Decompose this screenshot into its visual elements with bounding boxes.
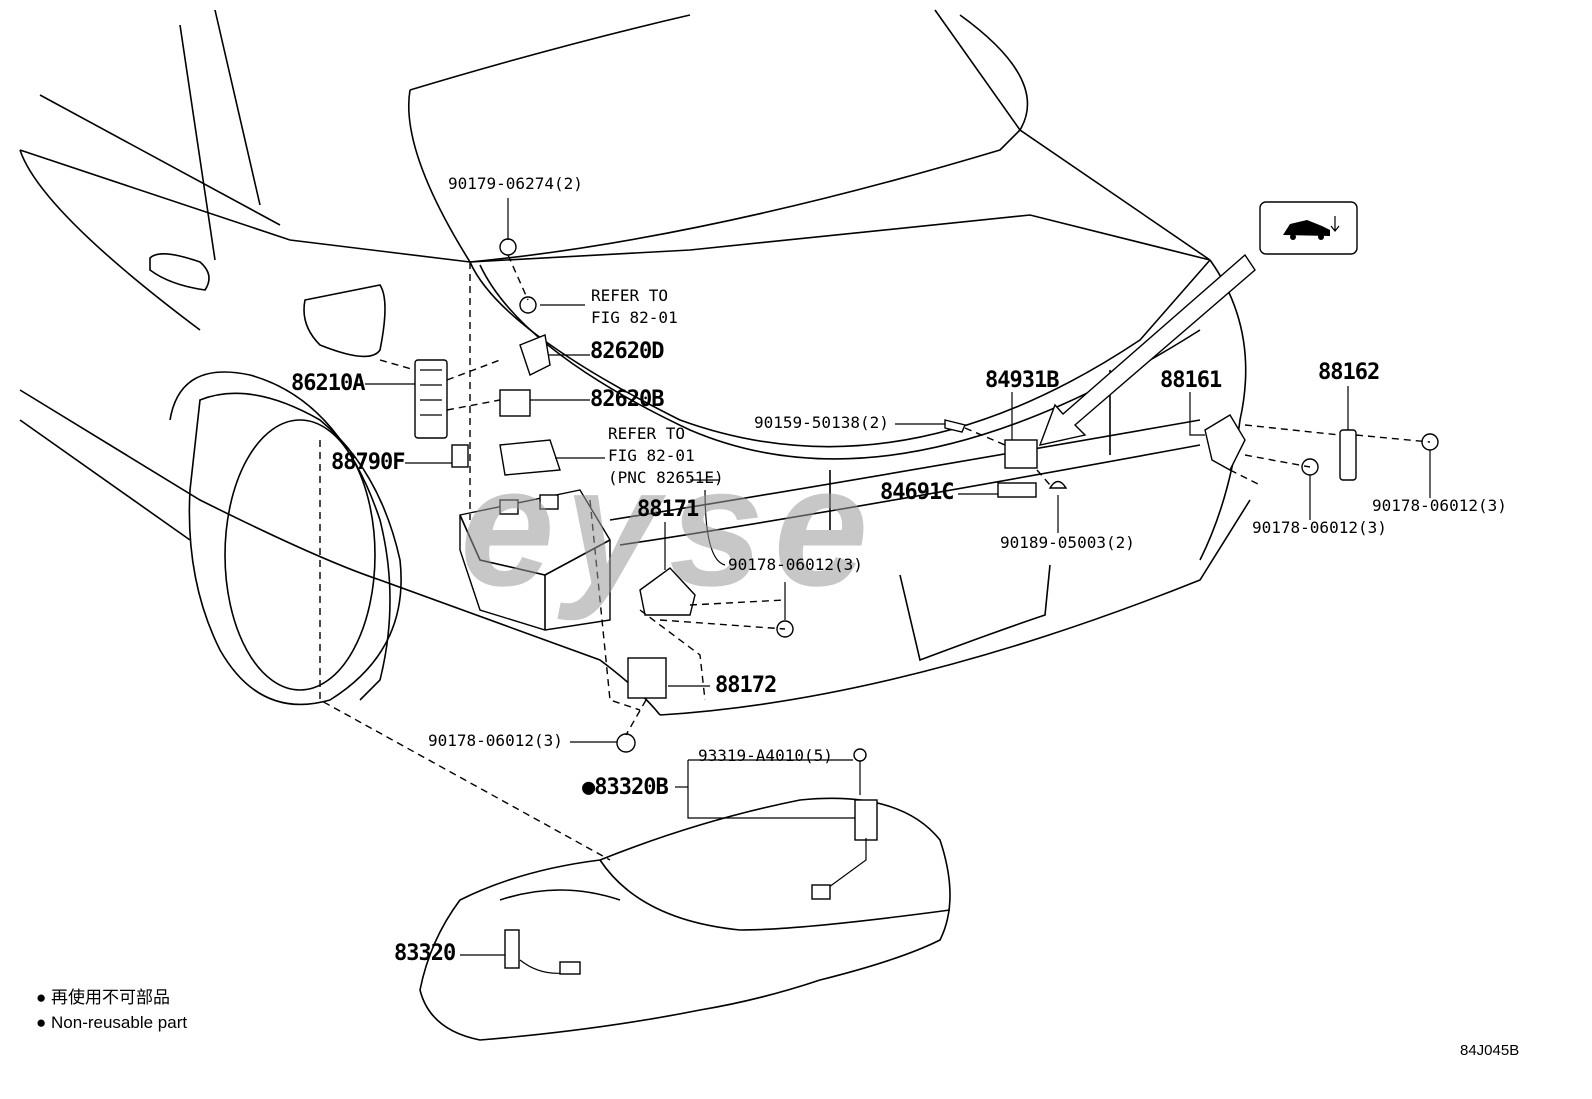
refer-note-1-line2: FIG 82-01: [591, 308, 678, 327]
car-view-icon: [1259, 201, 1358, 255]
refer-note-1-line1: REFER TO: [591, 286, 669, 305]
diagram-code: 84J045B: [1460, 1042, 1520, 1059]
part-label-88171: 88171: [637, 497, 699, 522]
part-label-84931B: 84931B: [985, 368, 1059, 393]
part-label-82620B: 82620B: [590, 387, 664, 412]
part-label-86210A: 86210A: [291, 371, 365, 396]
leader-lines: [365, 198, 1431, 956]
legend-jp: ● 再使用不可部品: [36, 989, 170, 1006]
part-label-90179-06274: 90179-06274(2): [448, 174, 583, 193]
legend-en: ● Non-reusable part: [36, 1014, 187, 1031]
part-label-90178-06012-right1: 90178-06012(3): [1252, 518, 1387, 537]
legend-jp-text: 再使用不可部品: [51, 988, 171, 1007]
part-label-83320: 83320: [394, 941, 456, 966]
legend-bullet-icon: ●: [36, 1013, 47, 1032]
part-number-83320B: 83320B: [594, 775, 668, 800]
fuel-tank-outline: [419, 748, 951, 1041]
direction-arrow: [1038, 253, 1256, 446]
part-label-90159-50138: 90159-50138(2): [754, 413, 889, 432]
assembly-dashed-lines: [319, 254, 1431, 861]
part-label-90178-06012-center: 90178-06012(3): [728, 555, 863, 574]
part-label-90178-06012-bottom: 90178-06012(3): [428, 731, 563, 750]
refer-note-2-line1: REFER TO: [608, 424, 686, 443]
part-label-88790F: 88790F: [331, 450, 405, 475]
non-reusable-marker: ●: [582, 775, 595, 800]
part-label-82620D: 82620D: [590, 339, 664, 364]
part-label-90178-06012-right2: 90178-06012(3): [1372, 496, 1507, 515]
legend-bullet-icon: ●: [36, 988, 47, 1007]
part-label-88161: 88161: [1160, 368, 1222, 393]
part-label-83320B: ●83320B: [582, 775, 669, 800]
legend-en-text: Non-reusable part: [51, 1013, 188, 1032]
part-label-93319-A4010: 93319-A4010(5): [698, 746, 833, 765]
watermark: eyse: [460, 432, 878, 622]
part-label-88162: 88162: [1318, 360, 1380, 385]
refer-note-2-line2: FIG 82-01: [608, 446, 695, 465]
part-label-88172: 88172: [715, 673, 777, 698]
car-body-outline: [19, 9, 1251, 716]
component-parts: [414, 238, 1439, 753]
part-label-84691C: 84691C: [880, 480, 954, 505]
refer-note-2-line3: (PNC 82651E): [608, 468, 724, 487]
part-label-90189-05003: 90189-05003(2): [1000, 533, 1135, 552]
